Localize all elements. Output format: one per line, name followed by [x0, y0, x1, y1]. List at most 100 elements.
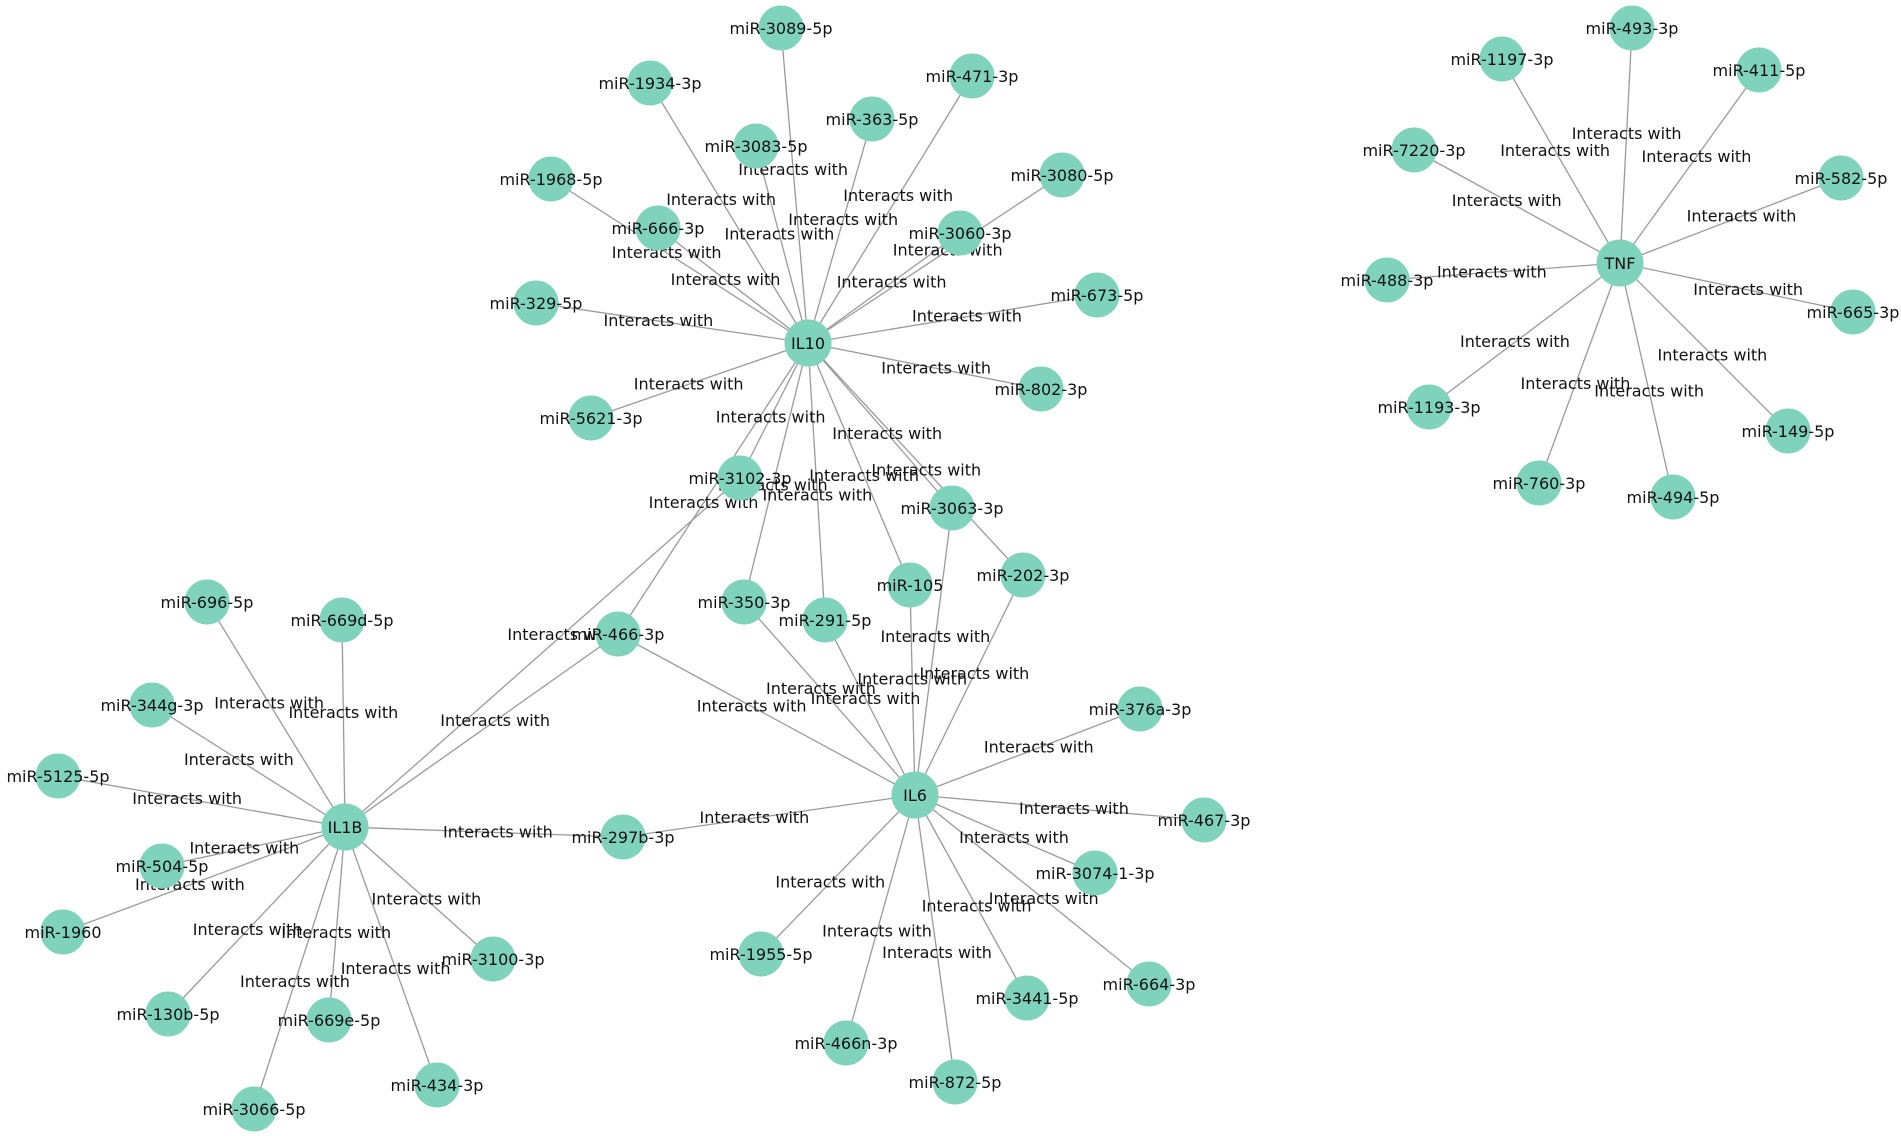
- node-circle[interactable]: [306, 997, 352, 1043]
- node-circle[interactable]: [1830, 289, 1876, 335]
- node-mir-488-3p[interactable]: miR-488-3p: [1341, 257, 1434, 303]
- node-circle[interactable]: [40, 909, 86, 955]
- node-mir-664-3p[interactable]: miR-664-3p: [1103, 961, 1196, 1007]
- node-mir-329-5p[interactable]: miR-329-5p: [490, 280, 583, 326]
- node-mir-411-5p[interactable]: miR-411-5p: [1713, 47, 1806, 93]
- node-il6[interactable]: IL6: [891, 771, 939, 819]
- node-mir-493-3p[interactable]: miR-493-3p: [1586, 5, 1679, 51]
- node-circle[interactable]: [321, 803, 369, 851]
- node-mir-344g-3p[interactable]: miR-344g-3p: [100, 682, 204, 728]
- node-mir-665-3p[interactable]: miR-665-3p: [1807, 289, 1900, 335]
- node-circle[interactable]: [414, 1062, 460, 1108]
- node-mir-3441-5p[interactable]: miR-3441-5p: [975, 975, 1079, 1021]
- node-circle[interactable]: [733, 123, 779, 169]
- node-mir-149-5p[interactable]: miR-149-5p: [1742, 408, 1835, 454]
- node-mir-1934-3p[interactable]: miR-1934-3p: [598, 60, 702, 106]
- node-circle[interactable]: [887, 562, 933, 608]
- node-circle[interactable]: [1181, 797, 1227, 843]
- node-mir-297b-3p[interactable]: miR-297b-3p: [571, 814, 675, 860]
- node-circle[interactable]: [932, 1059, 978, 1105]
- node-circle[interactable]: [1000, 552, 1046, 598]
- node-circle[interactable]: [568, 395, 614, 441]
- node-mir-3066-5p[interactable]: miR-3066-5p: [202, 1086, 306, 1132]
- node-mir-669d-5p[interactable]: miR-669d-5p: [290, 597, 394, 643]
- node-circle[interactable]: [717, 455, 763, 501]
- node-mir-1960[interactable]: miR-1960: [25, 909, 102, 955]
- node-mir-3080-5p[interactable]: miR-3080-5p: [1010, 152, 1114, 198]
- node-circle[interactable]: [595, 611, 641, 657]
- node-circle[interactable]: [1609, 5, 1655, 51]
- node-il10[interactable]: IL10: [784, 319, 832, 367]
- node-circle[interactable]: [139, 843, 185, 889]
- node-mir-434-3p[interactable]: miR-434-3p: [391, 1062, 484, 1108]
- node-circle[interactable]: [1406, 384, 1452, 430]
- node-mir-7220-3p[interactable]: miR-7220-3p: [1362, 127, 1466, 173]
- node-mir-760-3p[interactable]: miR-760-3p: [1493, 460, 1586, 506]
- node-circle[interactable]: [1596, 239, 1644, 287]
- node-mir-1197-3p[interactable]: miR-1197-3p: [1450, 36, 1554, 82]
- node-circle[interactable]: [528, 156, 574, 202]
- node-mir-3100-3p[interactable]: miR-3100-3p: [441, 936, 545, 982]
- node-circle[interactable]: [1736, 47, 1782, 93]
- node-mir-1968-5p[interactable]: miR-1968-5p: [499, 156, 603, 202]
- node-circle[interactable]: [1039, 152, 1085, 198]
- node-mir-363-5p[interactable]: miR-363-5p: [826, 96, 919, 142]
- node-circle[interactable]: [129, 682, 175, 728]
- node-circle[interactable]: [319, 597, 365, 643]
- node-mir-466-3p[interactable]: miR-466-3p: [572, 611, 665, 657]
- node-circle[interactable]: [470, 936, 516, 982]
- node-circle[interactable]: [1004, 975, 1050, 1021]
- node-circle[interactable]: [184, 579, 230, 625]
- node-tnf[interactable]: TNF: [1596, 239, 1644, 287]
- node-mir-504-5p[interactable]: miR-504-5p: [116, 843, 209, 889]
- node-mir-202-3p[interactable]: miR-202-3p: [977, 552, 1070, 598]
- node-circle[interactable]: [1072, 850, 1118, 896]
- node-circle[interactable]: [1018, 366, 1064, 412]
- node-circle[interactable]: [738, 931, 784, 977]
- node-circle[interactable]: [1479, 36, 1525, 82]
- node-circle[interactable]: [721, 579, 767, 625]
- node-mir-376a-3p[interactable]: miR-376a-3p: [1089, 686, 1192, 732]
- node-circle[interactable]: [891, 771, 939, 819]
- node-mir-3089-5p[interactable]: miR-3089-5p: [729, 5, 833, 51]
- node-circle[interactable]: [1818, 155, 1864, 201]
- node-circle[interactable]: [949, 53, 995, 99]
- node-mir-582-5p[interactable]: miR-582-5p: [1795, 155, 1888, 201]
- node-mir-5621-3p[interactable]: miR-5621-3p: [539, 395, 643, 441]
- node-circle[interactable]: [784, 319, 832, 367]
- node-circle[interactable]: [627, 60, 673, 106]
- node-circle[interactable]: [600, 814, 646, 860]
- node-circle[interactable]: [937, 210, 983, 256]
- node-circle[interactable]: [1117, 686, 1163, 732]
- node-mir-3060-3p[interactable]: miR-3060-3p: [908, 210, 1012, 256]
- node-mir-802-3p[interactable]: miR-802-3p: [995, 366, 1088, 412]
- node-circle[interactable]: [823, 1020, 869, 1066]
- node-circle[interactable]: [802, 597, 848, 643]
- node-mir-673-5p[interactable]: miR-673-5p: [1051, 272, 1144, 318]
- node-mir-1193-3p[interactable]: miR-1193-3p: [1377, 384, 1481, 430]
- node-mir-669e-5p[interactable]: miR-669e-5p: [278, 997, 381, 1043]
- node-mir-5125-5p[interactable]: miR-5125-5p: [6, 753, 110, 799]
- node-mir-350-3p[interactable]: miR-350-3p: [698, 579, 791, 625]
- node-mir-696-5p[interactable]: miR-696-5p: [161, 579, 254, 625]
- node-il1b[interactable]: IL1B: [321, 803, 369, 851]
- node-mir-105[interactable]: miR-105: [877, 562, 944, 608]
- node-circle[interactable]: [929, 485, 975, 531]
- node-circle[interactable]: [1074, 272, 1120, 318]
- node-mir-3063-3p[interactable]: miR-3063-3p: [900, 485, 1004, 531]
- node-mir-467-3p[interactable]: miR-467-3p: [1158, 797, 1251, 843]
- node-mir-130b-5p[interactable]: miR-130b-5p: [116, 991, 220, 1037]
- node-circle[interactable]: [849, 96, 895, 142]
- node-mir-1955-5p[interactable]: miR-1955-5p: [709, 931, 813, 977]
- node-mir-872-5p[interactable]: miR-872-5p: [909, 1059, 1002, 1105]
- node-circle[interactable]: [1765, 408, 1811, 454]
- node-circle[interactable]: [1364, 257, 1410, 303]
- node-mir-494-5p[interactable]: miR-494-5p: [1627, 474, 1720, 520]
- node-mir-291-5p[interactable]: miR-291-5p: [779, 597, 872, 643]
- node-circle[interactable]: [1391, 127, 1437, 173]
- node-circle[interactable]: [1126, 961, 1172, 1007]
- node-mir-466n-3p[interactable]: miR-466n-3p: [794, 1020, 898, 1066]
- node-circle[interactable]: [513, 280, 559, 326]
- node-mir-471-3p[interactable]: miR-471-3p: [926, 53, 1019, 99]
- node-circle[interactable]: [145, 991, 191, 1037]
